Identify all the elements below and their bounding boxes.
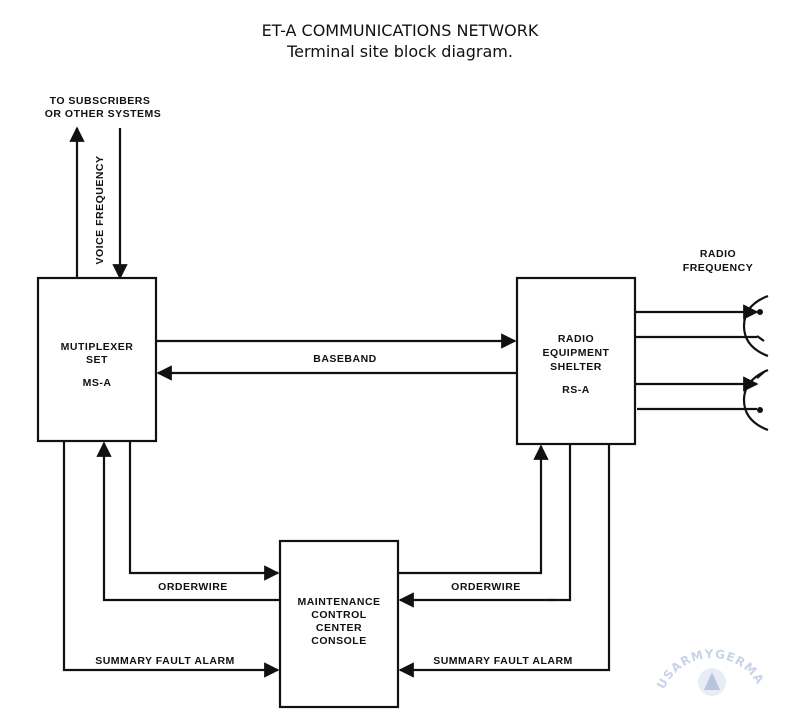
mcc-label-line2: CONTROL <box>311 609 366 621</box>
orderwire-left-label: ORDERWIRE <box>158 581 228 593</box>
watermark-logo: USARMYGERMANY.COM <box>654 647 766 696</box>
multiplexer-set-block <box>36 276 158 443</box>
mcc-label-line4: CONSOLE <box>311 635 366 647</box>
orderwire-left-to-mcc <box>128 441 280 581</box>
radio-equipment-shelter-block <box>515 276 637 446</box>
subscribers-label-line2: OR OTHER SYSTEMS <box>45 108 162 120</box>
orderwire-right-label: ORDERWIRE <box>451 581 521 593</box>
summary-fault-left-line <box>62 441 280 678</box>
maintenance-control-center-block <box>278 539 400 709</box>
radio-frequency-label-line1: RADIO <box>700 248 736 260</box>
summary-fault-right-line <box>398 444 611 678</box>
summary-fault-left-label: SUMMARY FAULT ALARM <box>95 655 235 667</box>
baseband-label: BASEBAND <box>313 353 377 365</box>
orderwire-left-to-mux <box>96 441 280 602</box>
voice-frequency-label: VOICE FREQUENCY <box>94 155 106 264</box>
radio-label-line1: RADIO <box>558 333 594 345</box>
radio-label-line4: RS-A <box>562 384 590 396</box>
radio-label-line2: EQUIPMENT <box>543 347 610 359</box>
orderwire-right-to-radio <box>398 444 549 575</box>
antenna-lower-icon <box>742 368 769 432</box>
summary-fault-right-label: SUMMARY FAULT ALARM <box>433 655 573 667</box>
antenna-upper-icon <box>742 294 769 358</box>
subscribers-label-line1: TO SUBSCRIBERS <box>50 95 151 107</box>
diagram-subtitle: Terminal site block diagram. <box>286 42 513 61</box>
mcc-label-line1: MAINTENANCE <box>297 596 380 608</box>
mcc-label-line3: CENTER <box>316 622 362 634</box>
multiplexer-label-line3: MS-A <box>83 377 112 389</box>
diagram-title: ET-A COMMUNICATIONS NETWORK <box>262 21 539 40</box>
multiplexer-label-line1: MUTIPLEXER <box>61 341 134 353</box>
multiplexer-label-line2: SET <box>86 354 108 366</box>
radio-label-line3: SHELTER <box>550 361 602 373</box>
radio-frequency-label-line2: FREQUENCY <box>683 262 753 274</box>
orderwire-right-to-mcc <box>398 444 572 608</box>
